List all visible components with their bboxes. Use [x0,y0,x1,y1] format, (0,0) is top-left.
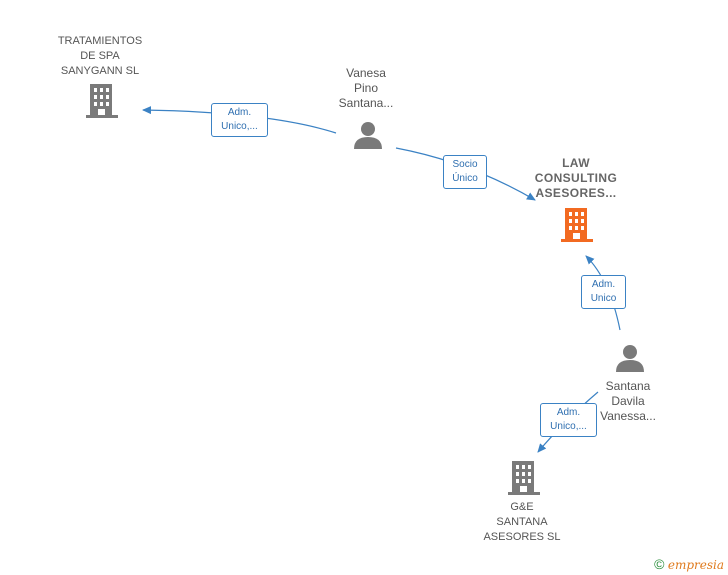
building-icon[interactable] [508,461,540,495]
person-label-santana-davila[interactable]: Santana Davila Vanessa... [600,379,656,423]
edge-label-socio-unico[interactable]: Socio Único [443,155,487,189]
brand-footer: © empresia [654,556,724,572]
copyright-icon: © [654,556,665,572]
company-label-tratamientos[interactable]: TRATAMIENTOS DE SPA SANYGANN SL [57,35,143,77]
company-label-ge-santana[interactable]: G&E SANTANA ASESORES SL [483,501,561,543]
person-icon[interactable] [354,122,382,149]
edge-label-adm-unico[interactable]: Adm. Unico,... [540,403,597,437]
person-icon[interactable] [616,345,644,372]
person-label-vanesa-pino[interactable]: Vanesa Pino Santana... [338,66,394,110]
building-icon[interactable] [86,84,118,118]
building-icon[interactable] [561,208,593,242]
edge-label-adm-unico[interactable]: Adm. Unico,... [211,103,268,137]
empresia-logo[interactable]: empresia [667,558,724,572]
edge-label-adm-unico[interactable]: Adm. Unico [581,275,626,309]
company-label-law-consulting[interactable]: LAW CONSULTING ASESORES... [534,156,618,200]
